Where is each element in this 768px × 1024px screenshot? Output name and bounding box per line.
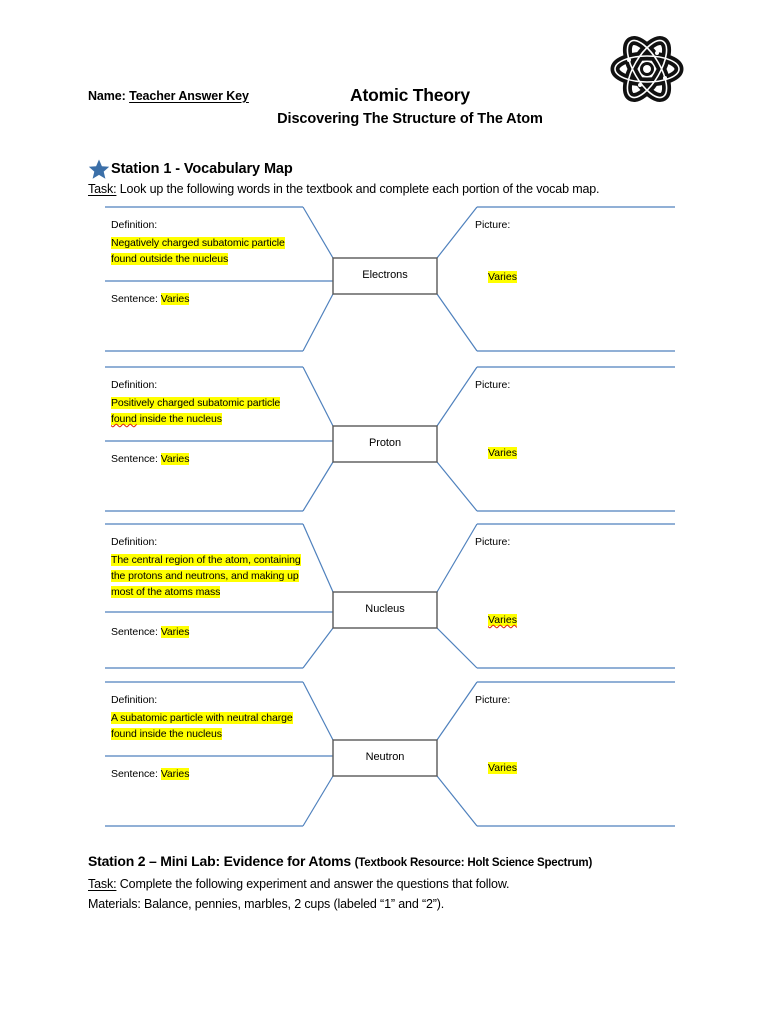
definition-line: the protons and neutrons, and making up [111, 570, 299, 582]
station-1-task-text: Look up the following words in the textb… [116, 182, 600, 196]
picture-value-wrap: Varies [488, 271, 517, 283]
vocab-term-label: Proton [368, 437, 402, 449]
definition-label: Definition: [111, 536, 158, 548]
name-field-line: Name: Teacher Answer Key [88, 89, 249, 103]
picture-value: Varies [488, 447, 517, 459]
station-1-heading-text: Station 1 - Vocabulary Map [111, 161, 293, 177]
sentence-value: Varies [160, 293, 190, 305]
definition-line: A subatomic particle with neutral charge [111, 712, 293, 724]
vocab-map-block: Definition: Positively charged subatomic … [105, 365, 675, 515]
station-1-task: Task: Look up the following words in the… [88, 182, 600, 196]
page-title: Atomic Theory [350, 85, 470, 105]
vocab-term-label: Neutron [365, 751, 405, 763]
picture-value-wrap: Varies [488, 447, 517, 459]
sentence-value: Varies [160, 453, 190, 465]
definition-line: found inside the nucleus [111, 413, 222, 425]
vocab-map-diagram [105, 206, 675, 352]
vocab-map-block: Definition: A subatomic particle with neu… [105, 680, 675, 830]
sentence-row: Sentence: Varies [111, 293, 189, 305]
vocab-map-diagram [105, 681, 675, 827]
station-2-heading: Station 2 – Mini Lab: Evidence for Atoms… [88, 853, 592, 869]
sentence-row: Sentence: Varies [111, 626, 189, 638]
name-value: Teacher Answer Key [129, 89, 249, 103]
star-icon [88, 158, 110, 180]
station-2-task-label: Task: [88, 877, 117, 891]
sentence-row: Sentence: Varies [111, 453, 189, 465]
picture-value-wrap: Varies [488, 614, 517, 626]
sentence-row: Sentence: Varies [111, 768, 189, 780]
picture-label: Picture: [475, 219, 511, 231]
vocab-map-diagram [105, 366, 675, 512]
picture-label: Picture: [475, 536, 511, 548]
sentence-label: Sentence: [111, 293, 161, 305]
vocab-map-diagram [105, 523, 675, 669]
picture-value: Varies [488, 762, 517, 774]
definition-label: Definition: [111, 694, 158, 706]
definition-line: The central region of the atom, containi… [111, 554, 301, 566]
definition-label: Definition: [111, 379, 158, 391]
station-1-task-label: Task: [88, 182, 117, 196]
definition-line: found inside the nucleus [111, 728, 222, 740]
sentence-value: Varies [160, 768, 190, 780]
name-label: Name: [88, 89, 126, 103]
definition-line: Negatively charged subatomic particle [111, 237, 285, 249]
atom-icon [607, 33, 687, 105]
definition-value: The central region of the atom, containi… [111, 552, 336, 600]
station-1-heading: Station 1 - Vocabulary Map [88, 158, 293, 180]
definition-value: Negatively charged subatomic particle fou… [111, 235, 336, 267]
sentence-value: Varies [160, 626, 190, 638]
vocab-term-label: Nucleus [365, 603, 405, 615]
picture-label: Picture: [475, 379, 511, 391]
station-2-task-text: Complete the following experiment and an… [116, 877, 510, 891]
sentence-label: Sentence: [111, 768, 161, 780]
vocab-term-label: Electrons [362, 269, 408, 281]
picture-value-wrap: Varies [488, 762, 517, 774]
picture-label: Picture: [475, 694, 511, 706]
definition-line: Positively charged subatomic particle [111, 397, 281, 409]
sentence-label: Sentence: [111, 626, 161, 638]
station-2-heading-main: Station 2 – Mini Lab: Evidence for Atoms [88, 853, 355, 869]
definition-line: found outside the nucleus [111, 253, 229, 265]
page-subtitle: Discovering The Structure of The Atom [277, 111, 543, 127]
picture-value: Varies [488, 271, 517, 283]
sentence-label: Sentence: [111, 453, 161, 465]
vocab-map-block: Definition: The central region of the ato… [105, 522, 675, 672]
vocab-map-block: Definition: Negatively charged subatomic … [105, 205, 675, 355]
definition-value: Positively charged subatomic particle fou… [111, 395, 336, 427]
definition-label: Definition: [111, 219, 158, 231]
station-2-task: Task: Complete the following experiment … [88, 877, 509, 891]
definition-value: A subatomic particle with neutral charge… [111, 710, 336, 742]
station-2-heading-source: (Textbook Resource: Holt Science Spectru… [354, 857, 593, 869]
definition-line: most of the atoms mass [111, 586, 221, 598]
station-2-materials: Materials: Balance, pennies, marbles, 2 … [88, 897, 445, 911]
picture-value: Varies [488, 614, 517, 626]
